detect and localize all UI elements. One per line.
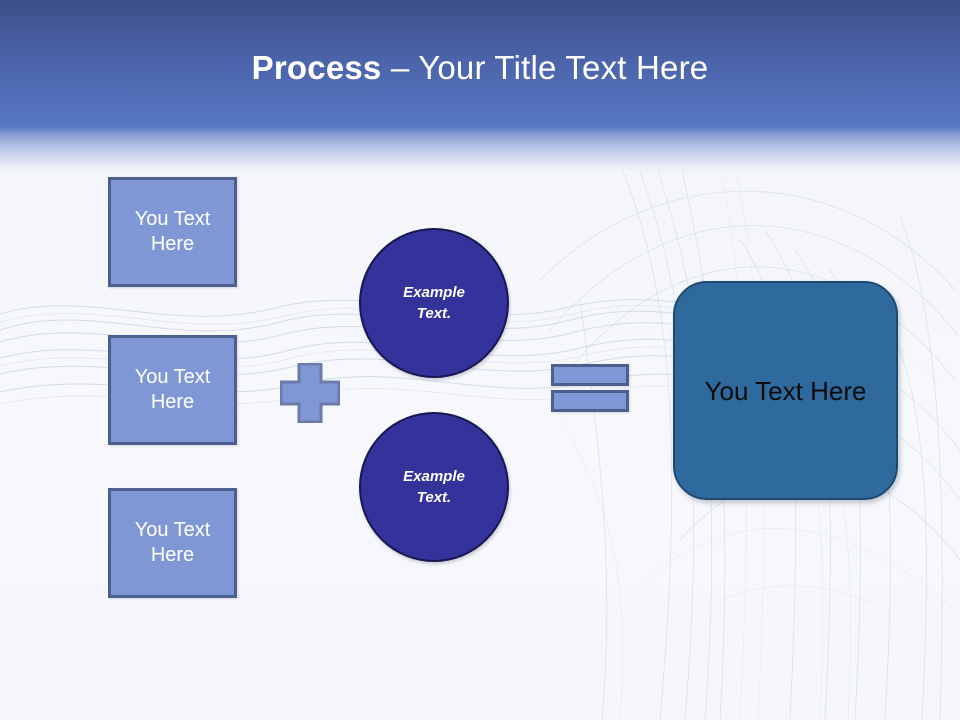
example-circle-1-label: Example Text. bbox=[403, 284, 465, 322]
page-title-regular: Your Title Text Here bbox=[418, 49, 709, 86]
page-title-separator: – bbox=[381, 49, 419, 86]
example-circle-2[interactable]: Example Text. bbox=[359, 412, 509, 562]
input-box-2[interactable]: You Text Here bbox=[108, 335, 237, 445]
slide-header-fade bbox=[0, 126, 960, 172]
page-title-bold: Process bbox=[251, 49, 382, 86]
input-box-1[interactable]: You Text Here bbox=[108, 177, 237, 287]
slide-header-band bbox=[0, 0, 960, 126]
plus-operator-icon bbox=[280, 363, 340, 423]
input-box-3[interactable]: You Text Here bbox=[108, 488, 237, 598]
example-circle-2-label: Example Text. bbox=[403, 468, 465, 506]
input-box-3-label: You Text Here bbox=[134, 519, 211, 566]
page-title: Process – Your Title Text Here bbox=[0, 48, 960, 88]
result-box-label: You Text Here bbox=[704, 375, 867, 406]
input-box-1-label: You Text Here bbox=[134, 208, 211, 255]
example-circle-1[interactable]: Example Text. bbox=[359, 228, 509, 378]
input-box-2-label: You Text Here bbox=[134, 366, 211, 413]
equals-operator-icon-bottom-bar bbox=[551, 390, 629, 412]
result-box[interactable]: You Text Here bbox=[673, 281, 898, 500]
equals-operator-icon-top-bar bbox=[551, 364, 629, 386]
